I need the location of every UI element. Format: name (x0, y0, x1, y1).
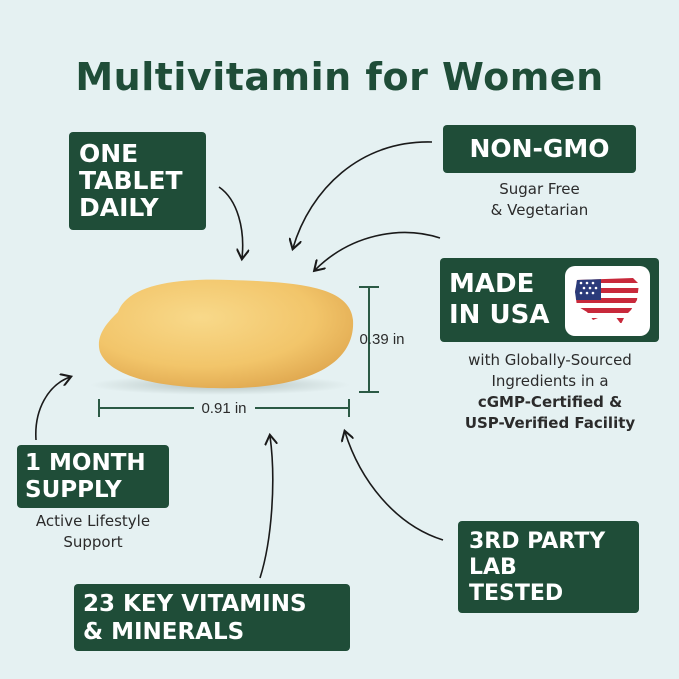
badge-line: 3RD PARTY (469, 529, 606, 554)
arrow-one-tablet (218, 186, 243, 258)
arrow-made-in-usa (315, 231, 441, 270)
badge-line: DAILY (79, 193, 159, 222)
usa-map-flag-icon (575, 278, 639, 324)
height-dimension-line (359, 286, 379, 393)
badge-line: 23 KEY VITAMINS (83, 591, 307, 617)
arrow-third-party (345, 432, 444, 541)
badge-line: MADE (449, 269, 535, 299)
non-gmo-subtext: Sugar Free & Vegetarian (443, 179, 636, 221)
subtext-line: Ingredients in a (491, 372, 609, 390)
third-party-badge: 3RD PARTY LAB TESTED (458, 521, 639, 613)
vitamins-badge: 23 KEY VITAMINS & MINERALS (74, 584, 350, 651)
arrow-one-month (35, 377, 70, 441)
height-label: 0.39 in (359, 331, 404, 348)
badge-line: LAB (469, 555, 517, 580)
arrow-non-gmo (293, 141, 433, 248)
badge-line: IN USA (449, 300, 550, 330)
subtext-line: USP-Verified Facility (464, 414, 636, 432)
subtext-line: Sugar Free (499, 180, 580, 198)
one-tablet-badge: ONE TABLET DAILY (69, 132, 206, 230)
subtext-line: cGMP-Certified & (477, 393, 623, 411)
page-title: Multivitamin for Women (75, 55, 604, 99)
badge-line: 1 MONTH (25, 450, 146, 476)
subtext-line: & Vegetarian (490, 201, 589, 219)
width-label: 0.91 in (201, 400, 246, 417)
made-in-usa-subtext: with Globally-Sourced Ingredients in a c… (430, 350, 670, 434)
badge-line: TABLET (79, 166, 183, 195)
badge-line: TESTED (469, 581, 564, 606)
badge-line: NON-GMO (469, 134, 610, 163)
arrow-vitamins (259, 436, 273, 579)
badge-line: SUPPLY (25, 477, 122, 503)
badge-line: & MINERALS (83, 619, 245, 645)
tablet-image (98, 279, 354, 389)
badge-line: ONE (79, 139, 139, 168)
subtext-line: Support (63, 533, 123, 551)
non-gmo-badge: NON-GMO (443, 125, 636, 173)
subtext-line: Active Lifestyle (35, 512, 151, 530)
width-dimension-line (98, 399, 350, 417)
one-month-subtext: Active Lifestyle Support (12, 511, 174, 553)
usa-flag-card (565, 266, 650, 336)
one-month-badge: 1 MONTH SUPPLY (17, 445, 169, 508)
subtext-line: with Globally-Sourced (468, 351, 632, 369)
